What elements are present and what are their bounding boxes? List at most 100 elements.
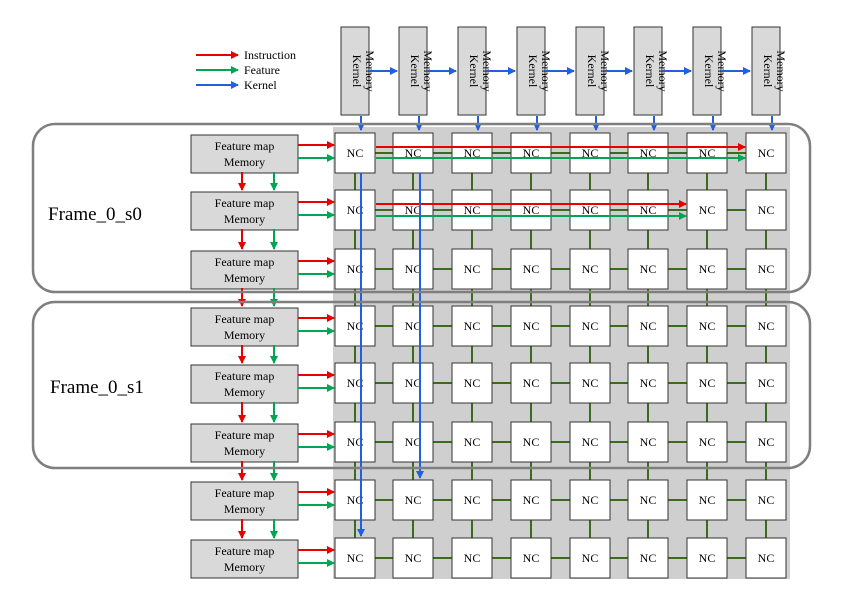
nc-cell: NC bbox=[686, 305, 728, 347]
nc-label: NC bbox=[640, 551, 657, 565]
kernel-memory-label-1: Kernel bbox=[702, 55, 716, 88]
nc-cell: NC bbox=[745, 189, 787, 231]
nc-label: NC bbox=[582, 203, 599, 217]
feature-map-memory-label-2: Memory bbox=[224, 385, 265, 399]
nc-cell: NC bbox=[686, 189, 728, 231]
nc-cell: NC bbox=[451, 132, 493, 174]
nc-label: NC bbox=[699, 435, 716, 449]
nc-label: NC bbox=[464, 551, 481, 565]
nc-label: NC bbox=[699, 203, 716, 217]
nc-cell: NC bbox=[627, 305, 669, 347]
nc-label: NC bbox=[347, 203, 364, 217]
nc-cell: NC bbox=[745, 537, 787, 579]
nc-label: NC bbox=[582, 319, 599, 333]
feature-map-memory-label-1: Feature map bbox=[215, 255, 275, 269]
legend-kernel-label: Kernel bbox=[244, 78, 277, 92]
nc-cell: NC bbox=[510, 537, 552, 579]
nc-label: NC bbox=[405, 435, 422, 449]
nc-cell: NC bbox=[686, 248, 728, 290]
legend: Instruction Feature Kernel bbox=[196, 48, 296, 92]
nc-cell: NC bbox=[334, 421, 376, 463]
nc-label: NC bbox=[582, 262, 599, 276]
feature-map-memory-label-2: Memory bbox=[224, 502, 265, 516]
nc-cell: NC bbox=[569, 537, 611, 579]
nc-cell: NC bbox=[510, 305, 552, 347]
nc-cell: NC bbox=[510, 132, 552, 174]
feature-map-memory-label-1: Feature map bbox=[215, 196, 275, 210]
nc-label: NC bbox=[699, 146, 716, 160]
nc-label: NC bbox=[523, 376, 540, 390]
nc-label: NC bbox=[699, 262, 716, 276]
nc-cell: NC bbox=[334, 248, 376, 290]
nc-label: NC bbox=[640, 146, 657, 160]
feature-map-memory-label-1: Feature map bbox=[215, 428, 275, 442]
nc-label: NC bbox=[699, 493, 716, 507]
frame-s1-label: Frame_0_s1 bbox=[50, 377, 144, 398]
nc-label: NC bbox=[758, 262, 775, 276]
nc-cell: NC bbox=[334, 537, 376, 579]
nc-label: NC bbox=[405, 493, 422, 507]
nc-label: NC bbox=[758, 319, 775, 333]
frame-s0-label: Frame_0_s0 bbox=[48, 204, 142, 225]
feature-map-memory-label-1: Feature map bbox=[215, 312, 275, 326]
nc-cell: NC bbox=[510, 479, 552, 521]
nc-cell: NC bbox=[745, 132, 787, 174]
nc-cell: NC bbox=[569, 421, 611, 463]
kernel-memory-label-1: Kernel bbox=[526, 55, 540, 88]
nc-label: NC bbox=[464, 493, 481, 507]
legend-instruction-label: Instruction bbox=[244, 48, 296, 62]
nc-cell: NC bbox=[451, 421, 493, 463]
nc-label: NC bbox=[464, 319, 481, 333]
nc-label: NC bbox=[640, 203, 657, 217]
nc-cell: NC bbox=[569, 305, 611, 347]
nc-label: NC bbox=[405, 551, 422, 565]
frames: Frame_0_s0 Frame_0_s1 bbox=[31, 122, 812, 470]
nc-cell: NC bbox=[451, 248, 493, 290]
nc-label: NC bbox=[464, 435, 481, 449]
legend-feature-label: Feature bbox=[244, 63, 280, 77]
nc-cell: NC bbox=[451, 479, 493, 521]
nc-cell: NC bbox=[392, 479, 434, 521]
nc-cell: NC bbox=[334, 305, 376, 347]
feature-map-memory-label-2: Memory bbox=[224, 271, 265, 285]
nc-label: NC bbox=[405, 319, 422, 333]
nc-cell: NC bbox=[745, 421, 787, 463]
feature-map-memory-label-1: Feature map bbox=[215, 369, 275, 383]
nc-cell: NC bbox=[510, 189, 552, 231]
legend-kernel: Kernel bbox=[196, 78, 277, 92]
kernel-memory-label-1: Kernel bbox=[643, 55, 657, 88]
nc-label: NC bbox=[640, 319, 657, 333]
mesh-links bbox=[354, 152, 767, 559]
nc-label: NC bbox=[699, 376, 716, 390]
nc-cell: NC bbox=[627, 537, 669, 579]
feature-map-memory-label-1: Feature map bbox=[215, 544, 275, 558]
nc-label: NC bbox=[405, 376, 422, 390]
feature-map-memory-label-1: Feature map bbox=[215, 139, 275, 153]
nc-cell: NC bbox=[451, 305, 493, 347]
nc-label: NC bbox=[640, 262, 657, 276]
nc-label: NC bbox=[464, 262, 481, 276]
kernel-memory-label-1: Kernel bbox=[408, 55, 422, 88]
nc-cell: NC bbox=[451, 189, 493, 231]
feature-map-memory-label-2: Memory bbox=[224, 444, 265, 458]
nc-label: NC bbox=[758, 551, 775, 565]
nc-label: NC bbox=[582, 493, 599, 507]
nc-label: NC bbox=[523, 493, 540, 507]
nc-cell: NC bbox=[627, 248, 669, 290]
nc-cell: NC bbox=[627, 479, 669, 521]
nc-label: NC bbox=[640, 493, 657, 507]
nc-label: NC bbox=[758, 146, 775, 160]
nc-label: NC bbox=[758, 376, 775, 390]
nc-label: NC bbox=[758, 435, 775, 449]
nc-cell: NC bbox=[451, 537, 493, 579]
